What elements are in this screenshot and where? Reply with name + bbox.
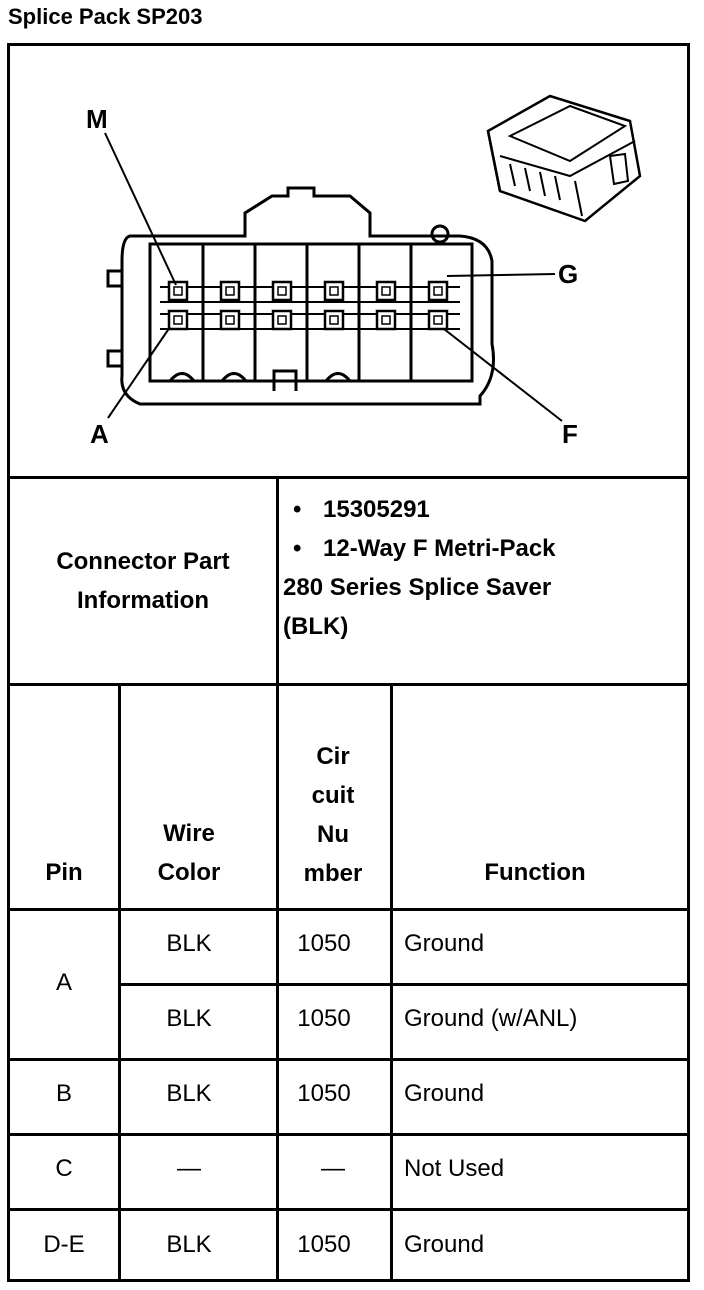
table-row-2-function: Ground (w/ANL)	[404, 1005, 578, 1032]
header-wire-color: Wire Color	[157, 820, 221, 886]
table-row-5-circuit: 1050	[297, 1231, 351, 1258]
pin-c: C	[55, 1155, 73, 1182]
pin-a: A	[55, 969, 72, 996]
table-row-3-function: Ground	[404, 1080, 485, 1107]
table-row-1-color: BLK	[166, 930, 212, 957]
table-row-3-circuit: 1050	[297, 1080, 351, 1107]
header-pin: Pin	[45, 859, 83, 886]
pin-d-e: D-E	[43, 1231, 85, 1258]
connector-desc-2: (BLK)	[283, 613, 349, 640]
table-row-1-circuit: 1050	[297, 930, 351, 957]
table-row-5-function: Ground	[404, 1231, 485, 1258]
part-number: 15305291	[323, 496, 430, 523]
header-circuit-number: Cir cuit Nu mber	[303, 743, 363, 887]
connector-sheet: M G A F Connector Part Information	[7, 43, 690, 1282]
table-row-4-color: —	[177, 1155, 201, 1182]
pin-label-a: A	[90, 419, 109, 449]
connector-part-label: Connector Part Information	[56, 548, 230, 614]
table-row-5-color: BLK	[166, 1231, 212, 1258]
header-function: Function	[484, 859, 586, 886]
page-title: Splice Pack SP203	[8, 4, 203, 29]
connector-face-diagram: M G A F	[86, 94, 642, 449]
connector-desc-1: 280 Series Splice Saver	[283, 574, 552, 601]
connector-part-details: •15305291 •12-Way F Metri-Pack 280 Serie…	[283, 490, 556, 646]
connector-type: 12-Way F Metri-Pack	[323, 535, 556, 562]
table-row-3-color: BLK	[166, 1080, 212, 1107]
pin-b: B	[55, 1080, 72, 1107]
table-row-1-function: Ground	[404, 930, 485, 957]
table-row-2-color: BLK	[166, 1005, 212, 1032]
table-row-4-function: Not Used	[404, 1155, 505, 1182]
table-row-2-circuit: 1050	[297, 1005, 351, 1032]
pin-label-m: M	[86, 104, 108, 134]
table-row-4-circuit: —	[321, 1155, 345, 1182]
pin-label-g: G	[558, 259, 578, 289]
pin-label-f: F	[562, 419, 578, 449]
